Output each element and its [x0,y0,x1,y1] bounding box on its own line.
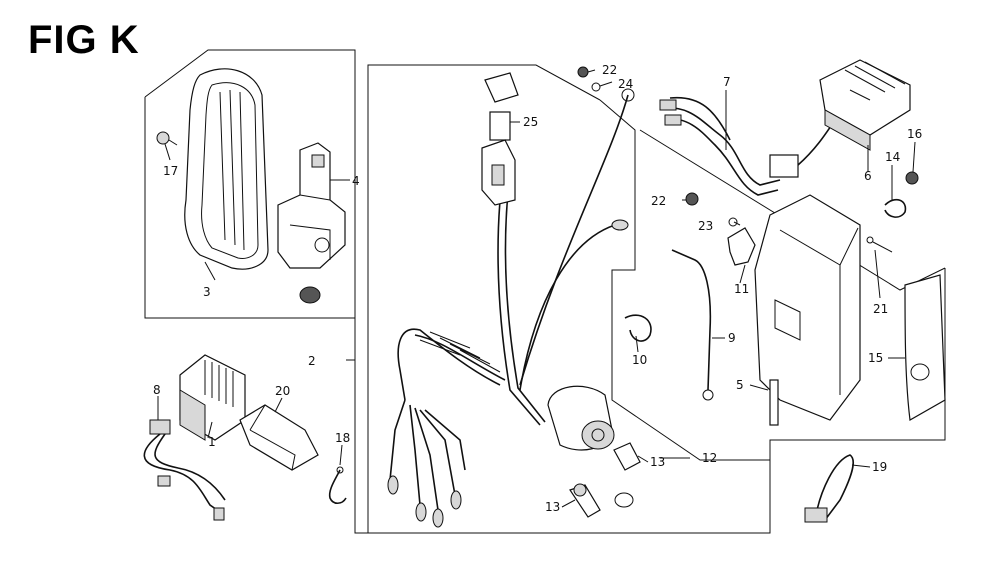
callout-21: 21 [873,302,888,316]
callout-18: 18 [335,431,350,445]
part-8-harness [143,419,226,521]
part-3-cover [184,68,269,270]
callout-12: 12 [702,451,717,465]
part-18-clip [328,466,347,505]
part-19-strap [804,454,855,523]
callout-9: 9 [728,331,736,345]
part-14-16-21-fasteners [866,171,919,253]
callout-25: 25 [523,115,538,129]
callout-10: 10 [632,353,647,367]
callout-4: 4 [352,174,360,188]
callout-22-b: 22 [651,194,666,208]
part-6-rectifier [819,59,911,151]
part-17-screw [156,131,178,146]
callout-11: 11 [734,282,749,296]
part-4-bracket [277,142,346,304]
part-22-24-fasteners [577,66,601,92]
part-12-switch [547,385,641,508]
callout-5: 5 [736,378,744,392]
figure-title: FIG K [28,18,140,62]
callout-23: 23 [698,219,713,233]
part-9-lead [671,249,714,401]
callout-3: 3 [203,285,211,299]
part-22-23-11-parts [685,192,756,266]
callout-15: 15 [868,351,883,365]
part-13-keys [569,483,601,518]
part-15-panel [904,274,946,421]
part-7-harness [659,96,836,196]
part-1-regulator [179,354,246,441]
callout-17: 17 [163,164,178,178]
part-2-main-harness [387,88,635,528]
callout-2: 2 [308,354,316,368]
callout-14: 14 [885,150,900,164]
callout-13-b: 13 [545,500,560,514]
callout-8: 8 [153,383,161,397]
callout-7: 7 [723,75,731,89]
callout-19: 19 [872,460,887,474]
callout-6: 6 [864,169,872,183]
part-25-fuse-holder [481,72,519,206]
leader-lines [157,69,916,508]
callout-labels: 1 2 3 4 5 6 7 8 9 10 11 12 13 13 14 15 1… [153,63,922,514]
part-20-pad [239,404,319,471]
callout-22-a: 22 [602,63,617,77]
callout-20: 20 [275,384,290,398]
part-5-control-box [754,194,861,426]
callout-24: 24 [618,77,633,91]
part-10-clamp [624,314,652,342]
group-boundaries [144,49,946,534]
callout-13-a: 13 [650,455,665,469]
callout-1: 1 [208,435,216,449]
callout-16: 16 [907,127,922,141]
